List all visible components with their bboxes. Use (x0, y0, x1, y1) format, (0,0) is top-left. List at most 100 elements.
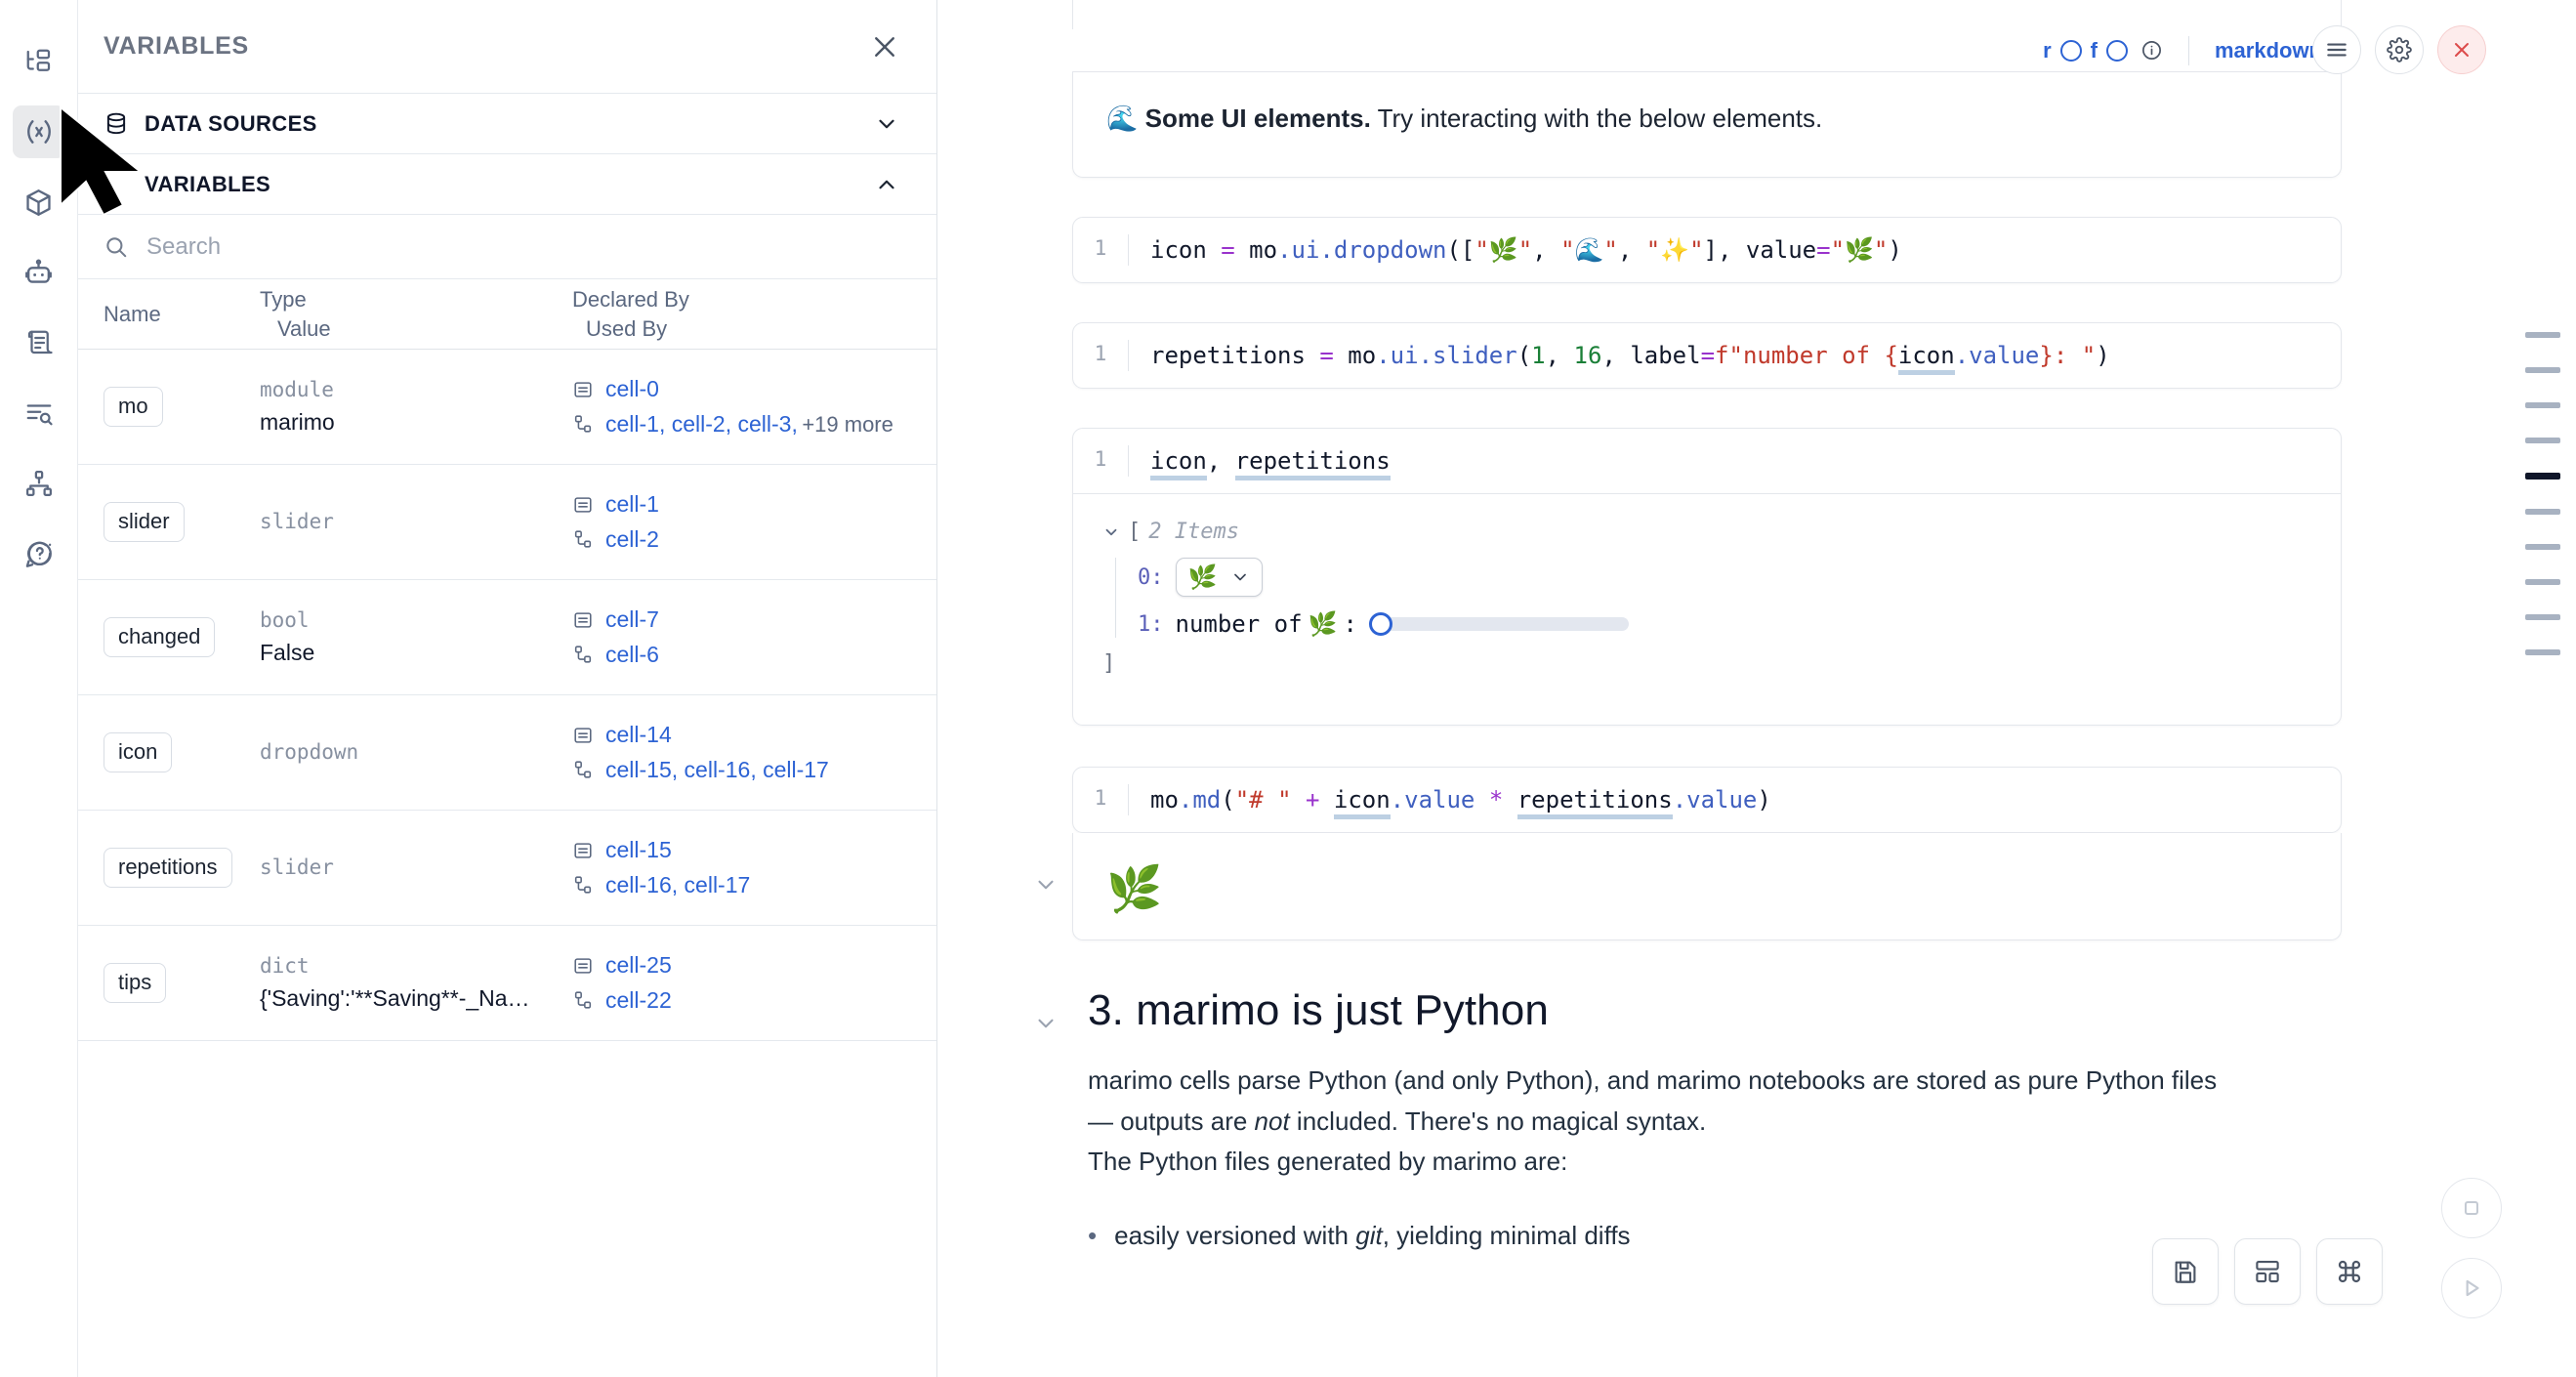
cell-link[interactable]: cell-16 (605, 871, 672, 897)
close-icon[interactable] (2437, 25, 2486, 74)
minimap-bar[interactable] (2525, 579, 2560, 585)
search-icon (104, 234, 129, 260)
flag-r-indicator[interactable] (2059, 39, 2082, 62)
minimap-bar[interactable] (2525, 367, 2560, 373)
help-icon[interactable] (13, 527, 65, 580)
package-icon[interactable] (13, 176, 65, 229)
cell-code-dropdown[interactable]: 1 icon = mo.ui.dropdown(["🌿", "🌊", "✨"],… (1072, 217, 2342, 283)
variable-name-chip[interactable]: mo (104, 387, 163, 427)
interrupt-button[interactable] (2441, 1178, 2502, 1238)
minimap-bar[interactable] (2525, 438, 2560, 443)
cell-code-md[interactable]: 1 mo.md("# " + icon.value * repetitions.… (1072, 767, 2342, 833)
minimap-bar[interactable] (2525, 649, 2560, 655)
hamburger-menu-icon[interactable] (2312, 25, 2361, 74)
variable-name-chip[interactable]: tips (104, 963, 167, 1003)
cell-link[interactable]: cell-22 (605, 986, 672, 1013)
save-button[interactable] (2152, 1238, 2219, 1305)
cell-link[interactable]: cell-2 (605, 525, 659, 552)
variables-icon[interactable] (12, 105, 65, 158)
slider-thumb[interactable] (1368, 612, 1392, 637)
items-count-label: 2 Items (1148, 520, 1239, 545)
cell-link[interactable]: cell-15 (605, 756, 672, 782)
search-input[interactable] (146, 232, 911, 261)
cell-link[interactable]: cell-15 (605, 836, 672, 862)
variable-type: slider (260, 509, 334, 533)
gear-icon[interactable] (2375, 25, 2424, 74)
info-icon[interactable] (2140, 39, 2163, 62)
variable-type: dropdown (260, 739, 359, 764)
cell-link[interactable]: cell-6 (605, 641, 659, 667)
cell-code[interactable]: icon = mo.ui.dropdown(["🌿", "🌊", "✨"], v… (1128, 234, 1902, 267)
col-header-used-by: Used By (586, 315, 668, 341)
variable-name-chip[interactable]: slider (104, 502, 185, 542)
minimap-bar[interactable] (2525, 473, 2560, 480)
cell-link[interactable]: cell-25 (605, 951, 672, 978)
minimap[interactable] (2525, 332, 2560, 655)
declared-by-line: cell-25 (572, 948, 921, 983)
cell-link[interactable]: cell-17 (763, 756, 829, 782)
col-header-declared-by: Declared By (572, 286, 689, 312)
slider-label-text: number of (1175, 610, 1303, 639)
section-label-data-sources: DATA SOURCES (145, 110, 317, 136)
wave-emoji: 🌊 (1106, 104, 1139, 133)
variable-type: dict (260, 954, 310, 979)
scratchpad-icon[interactable] (13, 316, 65, 369)
selected-emoji: 🌿 (1187, 563, 1218, 592)
collapse-md-output-chevron[interactable] (1033, 872, 1059, 897)
collapse-section-chevron[interactable] (1033, 1011, 1059, 1036)
chat-bot-icon[interactable] (13, 246, 65, 299)
line-number: 1 (1094, 236, 1107, 260)
cell-link[interactable]: cell-2 (671, 410, 726, 437)
cell-md-output[interactable]: 🌿 (1072, 833, 2342, 940)
cell-link[interactable]: cell-16 (684, 756, 751, 782)
bullet-post: , yielding minimal diffs (1382, 1221, 1631, 1250)
flag-f-label: f (2090, 37, 2098, 63)
section-variables[interactable]: VARIABLES (78, 154, 936, 215)
minimap-bar[interactable] (2525, 509, 2560, 515)
cell-code[interactable]: repetitions = mo.ui.slider(1, 16, label=… (1128, 340, 2110, 375)
notebook-scroll[interactable]: 1 ""🌊 Some UI elements."" Try interactin… (937, 0, 2576, 1377)
chevron-down-icon[interactable] (874, 111, 899, 137)
file-explorer-icon[interactable] (13, 35, 65, 88)
variable-name-chip[interactable]: repetitions (104, 848, 232, 888)
cell-code[interactable]: icon, repetitions (1128, 445, 1391, 480)
run-all-button[interactable] (2441, 1258, 2502, 1318)
dependency-graph-icon[interactable] (13, 457, 65, 510)
dropdown-icon-select[interactable]: 🌿 (1175, 558, 1264, 598)
cell-link[interactable]: cell-14 (605, 721, 672, 747)
declared-by-line: cell-1 (572, 487, 921, 522)
cell-language-label[interactable]: markdown (2214, 37, 2322, 63)
minimap-bar[interactable] (2525, 402, 2560, 408)
cell-markdown-output[interactable]: 🌊 Some UI elements. Try interacting with… (1072, 72, 2342, 178)
minimap-bar[interactable] (2525, 614, 2560, 620)
minimap-bar[interactable] (2525, 332, 2560, 338)
used-by-line: cell-1, cell-2, cell-3, +19 more (572, 407, 921, 442)
leaf-emoji: 🌿 (1308, 610, 1338, 639)
chevron-down-icon[interactable] (1102, 523, 1120, 541)
json-root-line[interactable]: [ 2 Items (1102, 520, 2311, 544)
minimap-bar[interactable] (2525, 544, 2560, 550)
command-palette-button[interactable] (2316, 1238, 2383, 1305)
cell-link[interactable]: cell-3 (737, 410, 792, 437)
flag-f-indicator[interactable] (2105, 39, 2128, 62)
chevron-up-icon[interactable] (874, 172, 899, 197)
repetitions-slider[interactable] (1368, 612, 1629, 637)
slider-track[interactable] (1384, 617, 1629, 632)
cell-code[interactable]: mo.md("# " + icon.value * repetitions.va… (1128, 784, 1771, 819)
cell-widgets[interactable]: 1 icon, repetitions [ 2 Items (1072, 428, 2342, 726)
cell-code-slider[interactable]: 1 repetitions = mo.ui.slider(1, 16, labe… (1072, 322, 2342, 389)
cell-link[interactable]: cell-1 (605, 490, 659, 517)
variable-name-chip[interactable]: icon (104, 732, 173, 772)
logs-search-icon[interactable] (13, 387, 65, 439)
variable-name-chip[interactable]: changed (104, 617, 216, 657)
section-data-sources[interactable]: DATA SOURCES (78, 94, 936, 154)
cell-link[interactable]: cell-7 (605, 605, 659, 632)
close-panel-button[interactable] (870, 32, 899, 62)
cell-link[interactable]: cell-17 (684, 871, 751, 897)
more-count[interactable]: +19 more (802, 411, 893, 437)
cell-link[interactable]: cell-1 (605, 410, 659, 437)
cell-link[interactable]: cell-0 (605, 375, 659, 401)
layout-button[interactable] (2234, 1238, 2301, 1305)
